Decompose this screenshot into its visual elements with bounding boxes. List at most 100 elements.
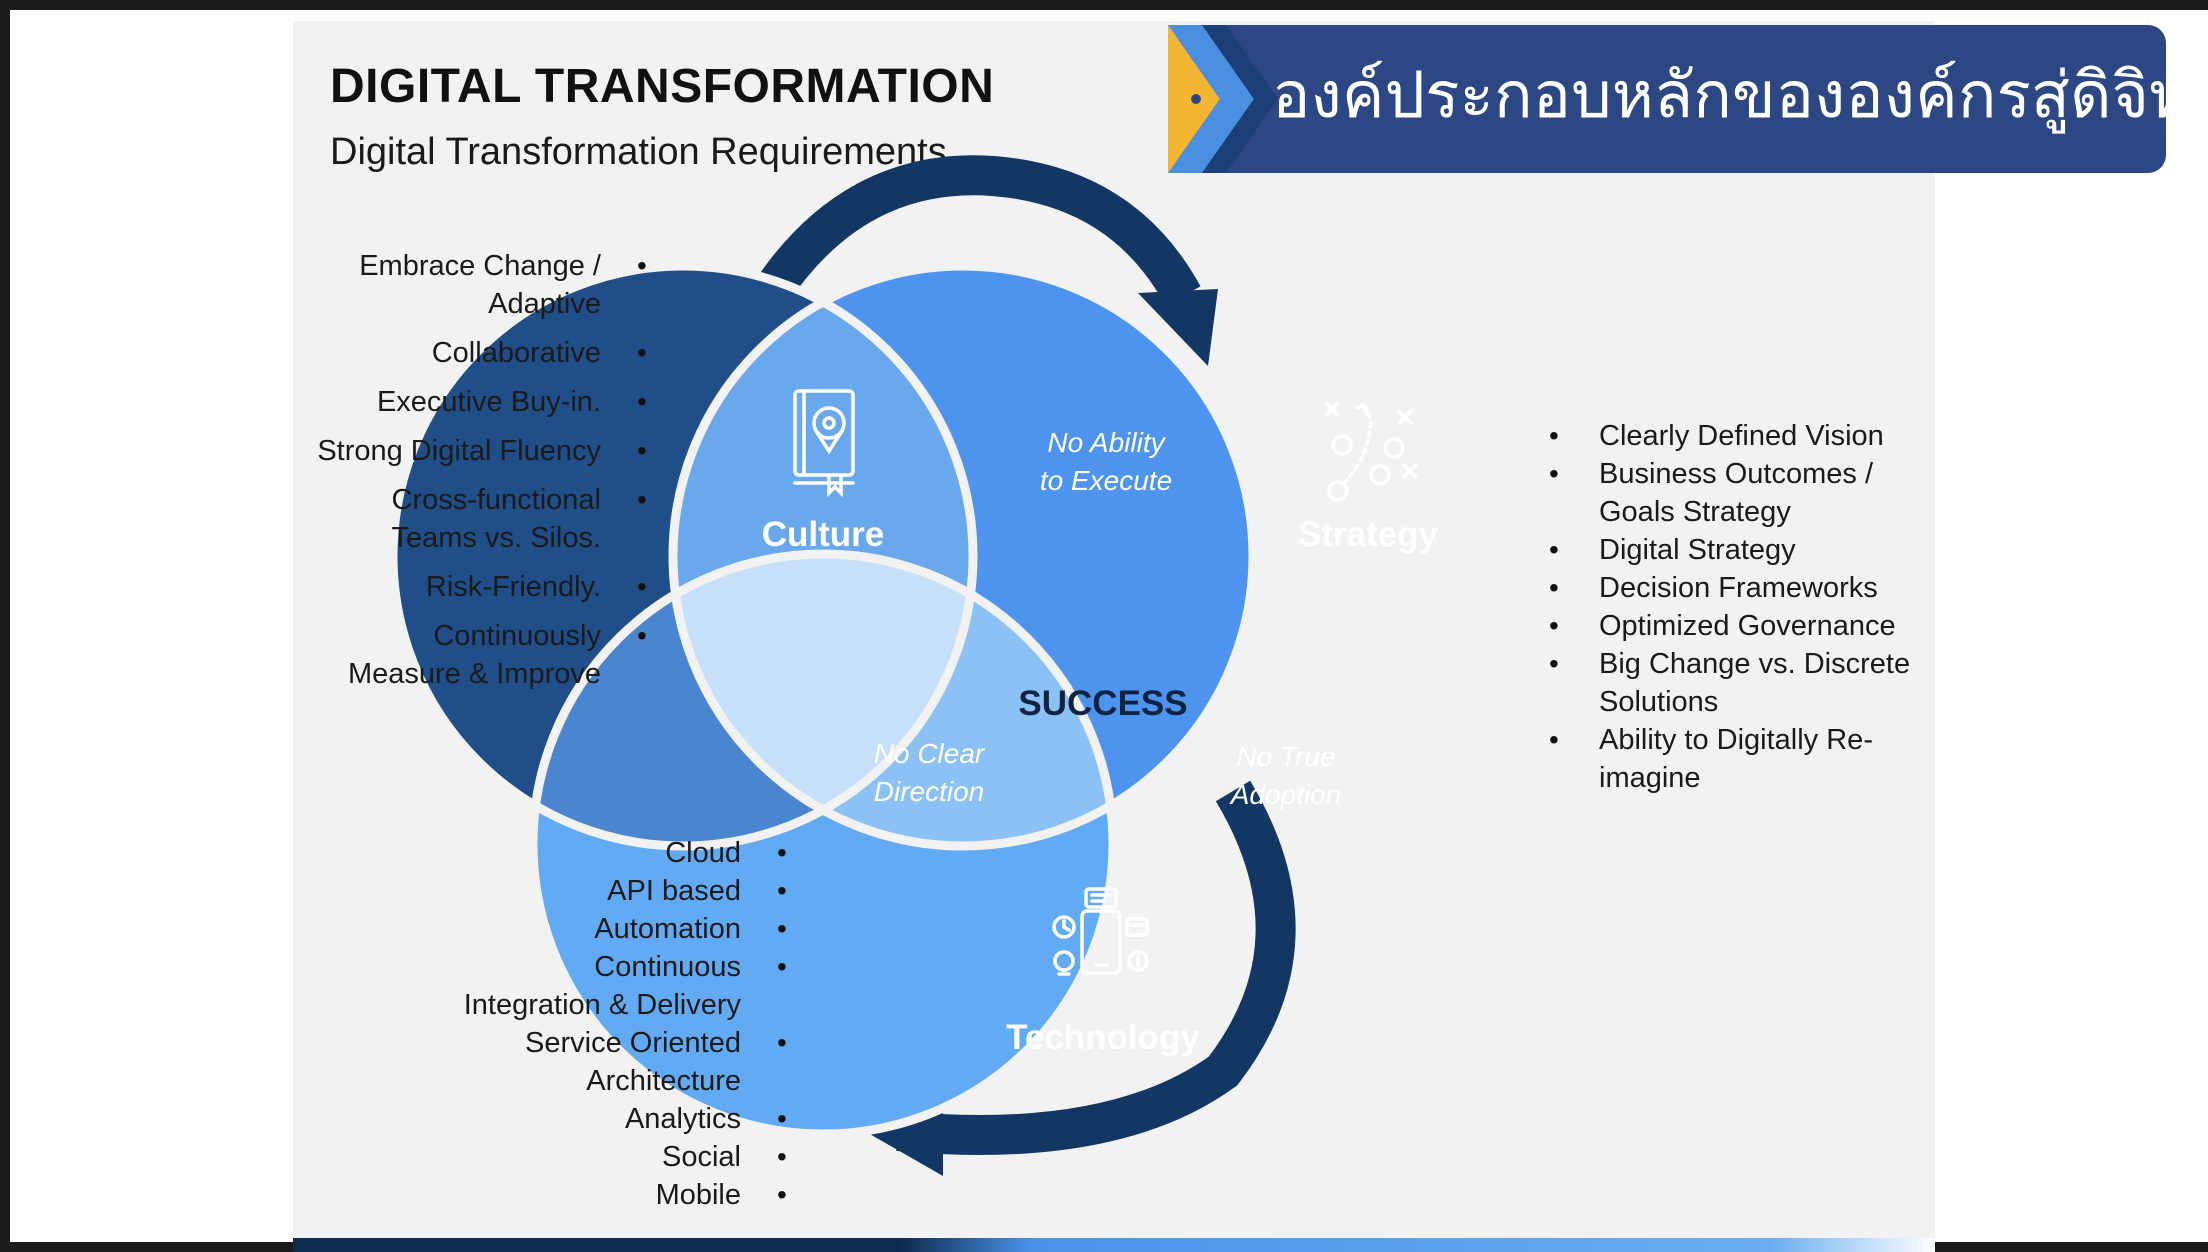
bullet-icon: •	[1549, 610, 1559, 641]
book-location-icon	[793, 389, 855, 498]
bullet-icon: •	[1549, 534, 1559, 565]
list-item-line: Digital Strategy	[1599, 534, 1796, 566]
bottom-gradient-bar	[293, 1238, 1935, 1252]
banner-dot-icon	[1191, 94, 1201, 104]
list-item-line: Measure & Improve	[347, 658, 601, 690]
list-item: • Business Outcomes / Goals Strategy	[1549, 455, 1929, 531]
strategy-attributes-list: • Clearly Defined Vision • Business Outcom…	[1549, 417, 1929, 797]
list-item: Automation•	[293, 910, 787, 948]
bullet-icon: •	[637, 435, 647, 466]
bullet-icon: •	[637, 250, 647, 281]
list-item: Social •	[293, 1138, 787, 1176]
list-item: • Decision Frameworks	[1549, 569, 1929, 607]
list-item-line: Risk-Friendly.	[425, 571, 601, 603]
overlap-strategy-technology-line1: No True	[1236, 741, 1335, 772]
list-item-line: Solutions	[1599, 686, 1719, 718]
slide-subtitle: Digital Transformation Requirements	[330, 131, 947, 173]
list-item: • Ability to Digitally Re-imagine	[1549, 721, 1929, 797]
bullet-icon: •	[1549, 724, 1559, 755]
list-item: Risk-Friendly. •	[293, 568, 647, 606]
list-item: Analytics •	[293, 1100, 787, 1138]
bullet-icon: •	[637, 484, 647, 515]
technology-outline	[528, 549, 1118, 1139]
list-item-line: Continuously	[433, 620, 601, 652]
bullet-icon: •	[1549, 572, 1559, 603]
list-item-line: Service Oriented	[525, 1027, 741, 1059]
list-item: Embrace Change / Adaptive •	[293, 247, 647, 323]
bullet-icon: •	[1549, 458, 1559, 489]
list-item-line: Ability to Digitally Re-	[1599, 724, 1873, 756]
list-item-line: Collaborative	[431, 337, 601, 369]
bullet-icon: •	[637, 571, 647, 602]
list-item-line: Big Change vs. Discrete	[1599, 648, 1911, 680]
list-item-line: API based	[607, 875, 741, 907]
list-item: Mobile •	[293, 1176, 787, 1214]
list-item-line: Optimized Governance	[1599, 610, 1896, 642]
bullet-icon: •	[777, 837, 787, 868]
list-item-line: Integration & Delivery	[463, 989, 741, 1021]
list-item-line: Business Outcomes /	[1599, 458, 1873, 490]
bullet-icon: •	[637, 620, 647, 651]
list-item: • Optimized Governance	[1549, 607, 1929, 645]
banner-title: องค์ประกอบหลักขององค์กรสู่ดิจิทัล	[1272, 59, 2208, 133]
list-item-line: Social	[662, 1141, 741, 1173]
bullet-icon: •	[777, 1141, 787, 1172]
banner-blue-chevron	[1168, 25, 1254, 173]
bullet-icon: •	[637, 337, 647, 368]
banner-dark-chevron	[1202, 25, 1278, 173]
devices-icon	[1052, 887, 1149, 976]
bullet-icon: •	[637, 386, 647, 417]
list-item: • Clearly Defined Vision	[1549, 417, 1929, 455]
top-arrow-head	[1138, 289, 1218, 366]
banner-background	[1178, 25, 2166, 173]
bullet-icon: •	[777, 1027, 787, 1058]
bullet-icon: •	[777, 1103, 787, 1134]
list-item-line: Goals Strategy	[1599, 496, 1791, 528]
screen-frame: DIGITAL TRANSFORMATION Digital Transform…	[10, 10, 2208, 1252]
list-item: • Digital Strategy	[1549, 531, 1929, 569]
list-item-line: Decision Frameworks	[1599, 572, 1878, 604]
list-item-line: Adaptive	[488, 288, 601, 320]
list-item-line: Automation	[594, 913, 741, 945]
culture-label: Culture	[762, 515, 885, 554]
overlap-culture-technology-line1: No Clear	[874, 738, 986, 769]
overlap-strategy-technology-line2: Adoption	[1229, 779, 1342, 810]
list-item-line: Executive Buy-in.	[376, 386, 601, 418]
overlap-culture-strategy-line1: No Ability	[1047, 427, 1166, 458]
list-item-line: Strong Digital Fluency	[317, 435, 601, 467]
overlap-culture-technology-line2: Direction	[874, 776, 984, 807]
list-item-line: Cross-functional	[391, 484, 601, 516]
thai-title-banner	[1168, 25, 2166, 173]
bullet-icon: •	[777, 875, 787, 906]
culture-attributes-list: Embrace Change / Adaptive • Collaborative •…	[293, 247, 647, 704]
overlap-culture-strategy-line2: to Execute	[1040, 465, 1172, 496]
technology-label: Technology	[1006, 1018, 1200, 1057]
culture-outline	[388, 261, 978, 851]
list-item-line: Continuous	[594, 951, 741, 983]
list-item: API based •	[293, 872, 787, 910]
slide: DIGITAL TRANSFORMATION Digital Transform…	[293, 21, 1935, 1252]
list-item-line: Analytics	[624, 1103, 741, 1135]
list-item-line: Clearly Defined Vision	[1599, 420, 1884, 452]
list-item-line: imagine	[1599, 762, 1701, 794]
list-item-line: Mobile	[655, 1179, 741, 1211]
top-arrow-arc	[751, 155, 1201, 309]
list-item: Strong Digital Fluency •	[293, 432, 647, 470]
slide-title: DIGITAL TRANSFORMATION	[330, 60, 995, 113]
venn-diagram: Culture Strategy Technology SUCCESS No A…	[388, 155, 1439, 1176]
list-item: Collaborative •	[293, 334, 647, 372]
strategy-label: Strategy	[1298, 515, 1439, 554]
bullet-icon: •	[1549, 648, 1559, 679]
bullet-icon: •	[777, 1179, 787, 1210]
list-item: Executive Buy-in. •	[293, 383, 647, 421]
strategy-play-icon	[1324, 401, 1418, 502]
strategy-outline	[668, 261, 1258, 851]
list-item-line: Teams vs. Silos.	[391, 522, 602, 554]
list-item-line: Embrace Change /	[359, 250, 601, 282]
bullet-icon: •	[1549, 420, 1559, 451]
